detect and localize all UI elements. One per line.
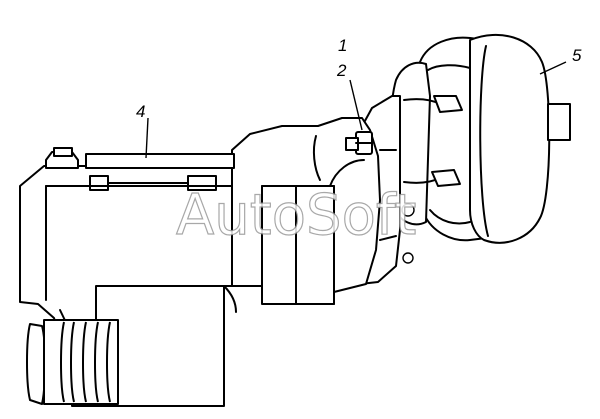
watermark: AutoSoft [176, 183, 417, 248]
callout-2: 2 [336, 61, 347, 80]
callout-5: 5 [572, 46, 582, 65]
bolt-nut [345, 131, 373, 155]
callout-1: 1 [338, 36, 347, 55]
callout-4: 4 [136, 102, 145, 121]
brake-chamber [388, 33, 571, 244]
leader-lines [145, 61, 567, 159]
rubber-boot [26, 319, 119, 405]
valve-body [231, 117, 381, 305]
